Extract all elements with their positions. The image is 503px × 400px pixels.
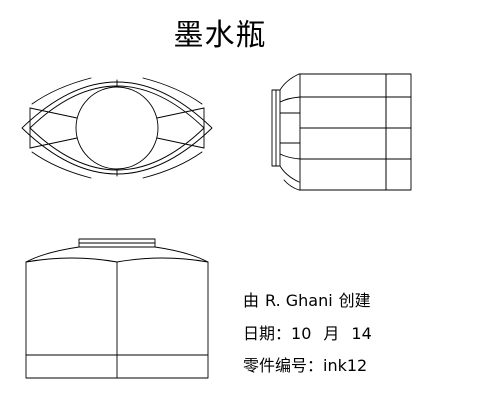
date-label: 日期：: [243, 324, 292, 343]
top-view: [21, 77, 213, 179]
front-view: [25, 238, 209, 379]
creator-suffix: 创建: [338, 291, 371, 310]
part-value: ink12: [323, 356, 368, 375]
day-number: 14: [351, 324, 372, 343]
part-label: 零件编号：: [243, 356, 324, 375]
creator-name: R. Ghani: [265, 291, 333, 310]
drawing-title: 墨水瓶: [173, 18, 267, 53]
side-view: [271, 73, 412, 191]
creator-prefix: 由: [243, 291, 260, 310]
month-label: 月: [323, 324, 340, 343]
date-line: 日期：10 月 14: [243, 324, 372, 344]
part-number-line: 零件编号：ink12: [243, 356, 367, 376]
creator-line: 由 R. Ghani 创建: [243, 291, 371, 311]
date-number: 10: [291, 324, 312, 343]
